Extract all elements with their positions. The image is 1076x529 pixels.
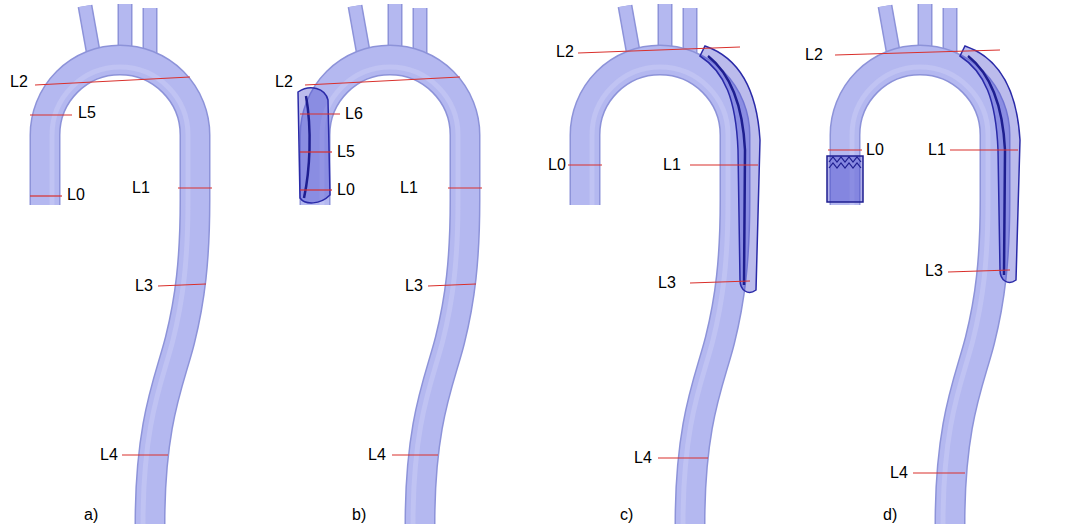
section-label: L1	[928, 141, 946, 159]
section-lines	[568, 47, 758, 458]
aorta-tube	[315, 4, 465, 524]
section-label: L2	[805, 46, 823, 64]
panel-letter: b)	[352, 506, 366, 524]
section-lines	[828, 50, 1018, 473]
section-label: L5	[337, 143, 355, 161]
aorta-tube	[585, 4, 735, 524]
section-label: L0	[548, 156, 566, 174]
section-label: L1	[663, 156, 681, 174]
stent-struts	[829, 157, 861, 168]
section-label: L3	[405, 277, 423, 295]
section-label: L3	[135, 277, 153, 295]
aorta-tube	[845, 4, 995, 524]
stent-graft	[298, 88, 330, 203]
section-lines	[30, 77, 212, 455]
section-label: L3	[925, 262, 943, 280]
aorta-model-d	[827, 4, 1020, 524]
section-label: L5	[78, 104, 96, 122]
stent-box	[827, 156, 863, 202]
aorta-model-c	[568, 4, 760, 524]
section-label: L1	[400, 179, 418, 197]
section-label: L1	[132, 179, 150, 197]
dissection-flap	[960, 46, 1020, 282]
section-label: L4	[100, 446, 118, 464]
flap-edge	[968, 56, 1005, 275]
section-label: L4	[368, 446, 386, 464]
graft-edge	[304, 96, 310, 198]
section-label: L2	[275, 73, 293, 91]
aorta-model-a	[30, 4, 212, 524]
panel-letter: a)	[84, 506, 98, 524]
panel-letter: c)	[620, 506, 633, 524]
flap-edge	[708, 56, 745, 285]
section-label: L3	[658, 274, 676, 292]
section-label: L6	[345, 105, 363, 123]
section-label: L0	[866, 141, 884, 159]
section-label: L4	[890, 464, 908, 482]
dissection-flap	[700, 46, 760, 292]
panel-letter: d)	[883, 506, 897, 524]
aorta-model-b	[298, 4, 482, 524]
section-label: L4	[634, 449, 652, 467]
section-label: L0	[337, 181, 355, 199]
section-label: L2	[556, 43, 574, 61]
section-lines	[300, 77, 482, 455]
aorta-tube	[45, 4, 195, 524]
section-label: L0	[67, 186, 85, 204]
section-label: L2	[10, 73, 28, 91]
